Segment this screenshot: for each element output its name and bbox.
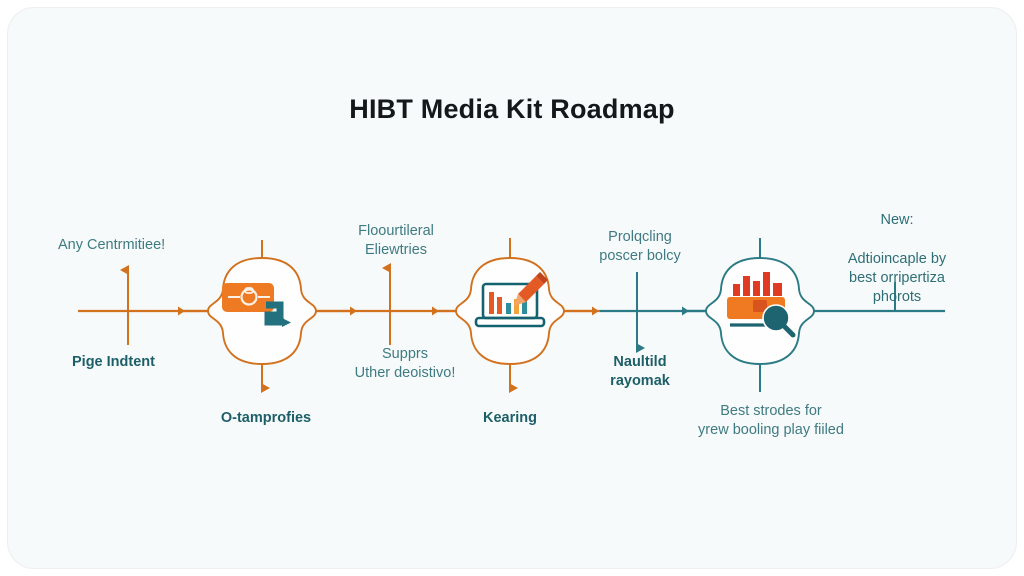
- chart-box-magnifier-icon: [727, 272, 796, 338]
- end-label-body: Adtioincaple by best orripertiza phorots: [847, 250, 947, 306]
- node-2-group[interactable]: [455, 257, 565, 365]
- node-3-label-under: Best strodes for yrew booling play fiile…: [698, 403, 844, 439]
- page-title: HIBT Media Kit Roadmap: [349, 94, 675, 124]
- node-1-label-below: Pige Indtent: [72, 354, 155, 370]
- node-1-group[interactable]: [207, 257, 317, 365]
- node-3-label-above: Prolqcling poscer bolcy: [599, 229, 681, 265]
- end-label: New: Adtioincaple by best orripertiza ph…: [812, 192, 982, 327]
- node-2-label-above: Floourtileral Eliewtries: [358, 223, 434, 259]
- laptop-bar-chart-pencil-icon: [474, 272, 548, 328]
- node-3-group[interactable]: [705, 257, 815, 365]
- lock-badge-and-arrow-icon: [222, 283, 291, 327]
- node-2-label-below: Supprs Uther deoistivo!: [354, 346, 456, 382]
- end-label-title: New:: [880, 212, 914, 229]
- node-2-label-under: Kearing: [483, 410, 537, 426]
- node-3-label-below: Naultild rayomak: [610, 354, 670, 390]
- node-1-label-under: O-tamprofies: [220, 410, 312, 426]
- node-1-label-above: Any Centrmitiee!: [58, 237, 166, 253]
